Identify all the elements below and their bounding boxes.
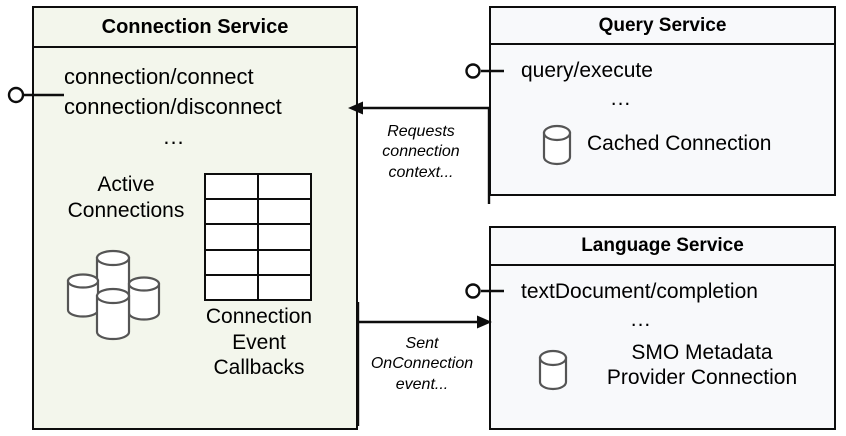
- connection-event-callbacks-label: Connection Event Callbacks: [184, 304, 334, 381]
- database-cluster-icon: [56, 244, 196, 344]
- language-service-provided-interface-lollipop[interactable]: [464, 278, 510, 304]
- smo-label-line1: SMO Metadata: [631, 341, 773, 364]
- query-service-ellipsis: ...: [610, 87, 632, 110]
- connector-requests-connection-context[interactable]: [344, 86, 494, 216]
- table-cell: [259, 250, 310, 274]
- connector-label-sent-onconnection-event: Sent OnConnection event...: [360, 334, 484, 395]
- query-service-body: query/execute ... Cached Connection: [491, 45, 834, 194]
- active-connections-label: Active Connections: [46, 172, 206, 223]
- interface-connection-connect: connection/connect: [64, 64, 254, 89]
- active-connections-label-line1: Active: [97, 173, 155, 196]
- language-service-title: Language Service: [491, 228, 834, 266]
- table-cell: [259, 275, 310, 299]
- table-cell: [206, 225, 257, 249]
- requests-label-line2: connection: [382, 143, 460, 161]
- connection-service-title: Connection Service: [34, 8, 356, 48]
- callbacks-label-line2: Event: [232, 330, 286, 354]
- component-language-service[interactable]: Language Service textDocument/completion…: [489, 226, 836, 430]
- connector-sent-onconnection-event[interactable]: [340, 300, 496, 430]
- table-cell: [206, 175, 257, 199]
- interface-textdocument-completion: textDocument/completion: [521, 280, 758, 303]
- table-cell: [206, 200, 257, 224]
- requests-label-line1: Requests: [387, 123, 455, 140]
- interface-query-execute: query/execute: [521, 59, 653, 82]
- cached-connection-label: Cached Connection: [587, 132, 772, 155]
- callbacks-label-line1: Connection: [205, 305, 313, 328]
- sent-label-line2: OnConnection: [370, 355, 474, 373]
- table-cell: [259, 225, 310, 249]
- table-cell: [206, 250, 257, 274]
- table-cell: [259, 200, 310, 224]
- query-service-provided-interface-lollipop[interactable]: [464, 58, 510, 84]
- connection-service-provided-interface-lollipop[interactable]: [6, 82, 66, 108]
- connector-label-requests-connection-context: Requests connection context...: [358, 122, 484, 183]
- sent-label-line1: Sent: [405, 335, 439, 352]
- connection-service-body: connection/connect connection/disconnect…: [34, 48, 356, 428]
- smo-metadata-provider-connection-label: SMO Metadata Provider Connection: [577, 340, 827, 390]
- component-query-service[interactable]: Query Service query/execute ... Cached C…: [489, 6, 836, 196]
- table-cell: [259, 175, 310, 199]
- language-service-ellipsis: ...: [630, 308, 652, 331]
- interface-connection-disconnect: connection/disconnect: [64, 94, 282, 119]
- database-cylinder-icon: [535, 346, 571, 394]
- callbacks-label-line3: Callbacks: [213, 356, 305, 380]
- active-connections-label-line2: Connections: [67, 198, 185, 222]
- language-service-body: textDocument/completion ... SMO Metadata…: [491, 266, 834, 428]
- database-cylinder-icon: [539, 121, 575, 169]
- query-service-title: Query Service: [491, 8, 834, 45]
- connection-service-ellipsis: ...: [163, 124, 185, 149]
- smo-label-line2: Provider Connection: [606, 366, 798, 390]
- requests-label-line3: context...: [388, 163, 454, 181]
- table-grid-icon: [204, 173, 312, 301]
- table-cell: [206, 275, 257, 299]
- component-connection-service[interactable]: Connection Service connection/connect co…: [32, 6, 358, 430]
- sent-label-line3: event...: [395, 375, 449, 393]
